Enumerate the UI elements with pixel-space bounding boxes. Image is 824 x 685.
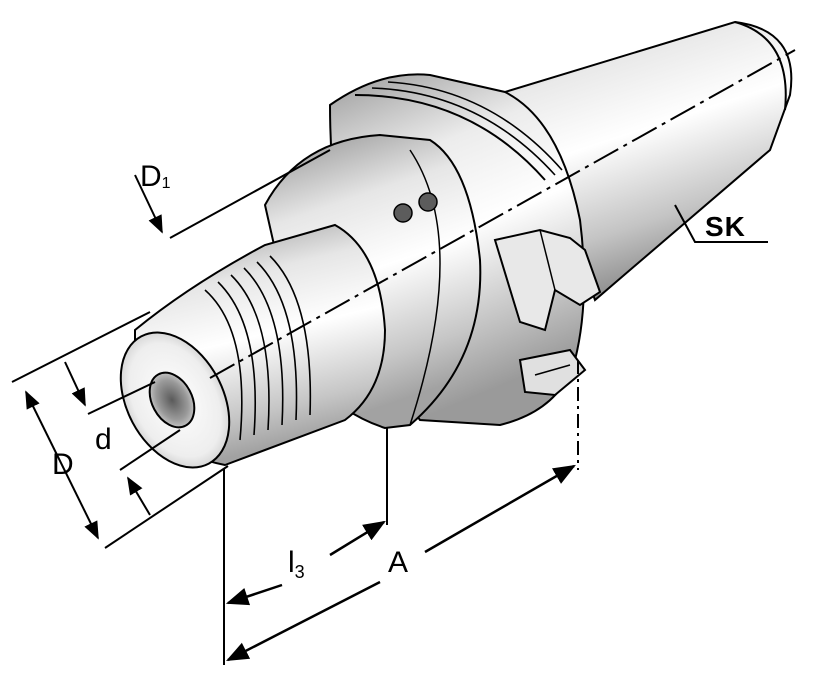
- dimension-extension-lines: [223, 360, 579, 665]
- center-line: [209, 49, 796, 379]
- coolant-hole-1: [393, 203, 413, 223]
- dimension-A: [225, 464, 576, 662]
- label-l3: l3: [288, 546, 305, 582]
- collet-bore: [148, 371, 196, 429]
- label-SK: SK: [705, 211, 746, 242]
- label-D1: D1: [140, 162, 171, 192]
- dimension-D: [11, 311, 229, 549]
- collet-nose: [119, 223, 387, 469]
- dimension-D1: [134, 149, 331, 239]
- label-D1-sub: 1: [161, 175, 171, 192]
- label-l3-main: l: [288, 546, 295, 579]
- dimension-l3: [225, 520, 386, 606]
- coolant-hole-2: [418, 192, 438, 212]
- label-l3-sub: 3: [294, 562, 305, 582]
- label-A: A: [388, 546, 409, 579]
- label-D: D: [52, 448, 74, 481]
- collet-rings: [204, 255, 312, 441]
- label-D1-main: D: [140, 160, 162, 193]
- label-d: d: [95, 423, 112, 456]
- dimension-d: [64, 361, 181, 516]
- dimension-SK-leader: [674, 204, 768, 243]
